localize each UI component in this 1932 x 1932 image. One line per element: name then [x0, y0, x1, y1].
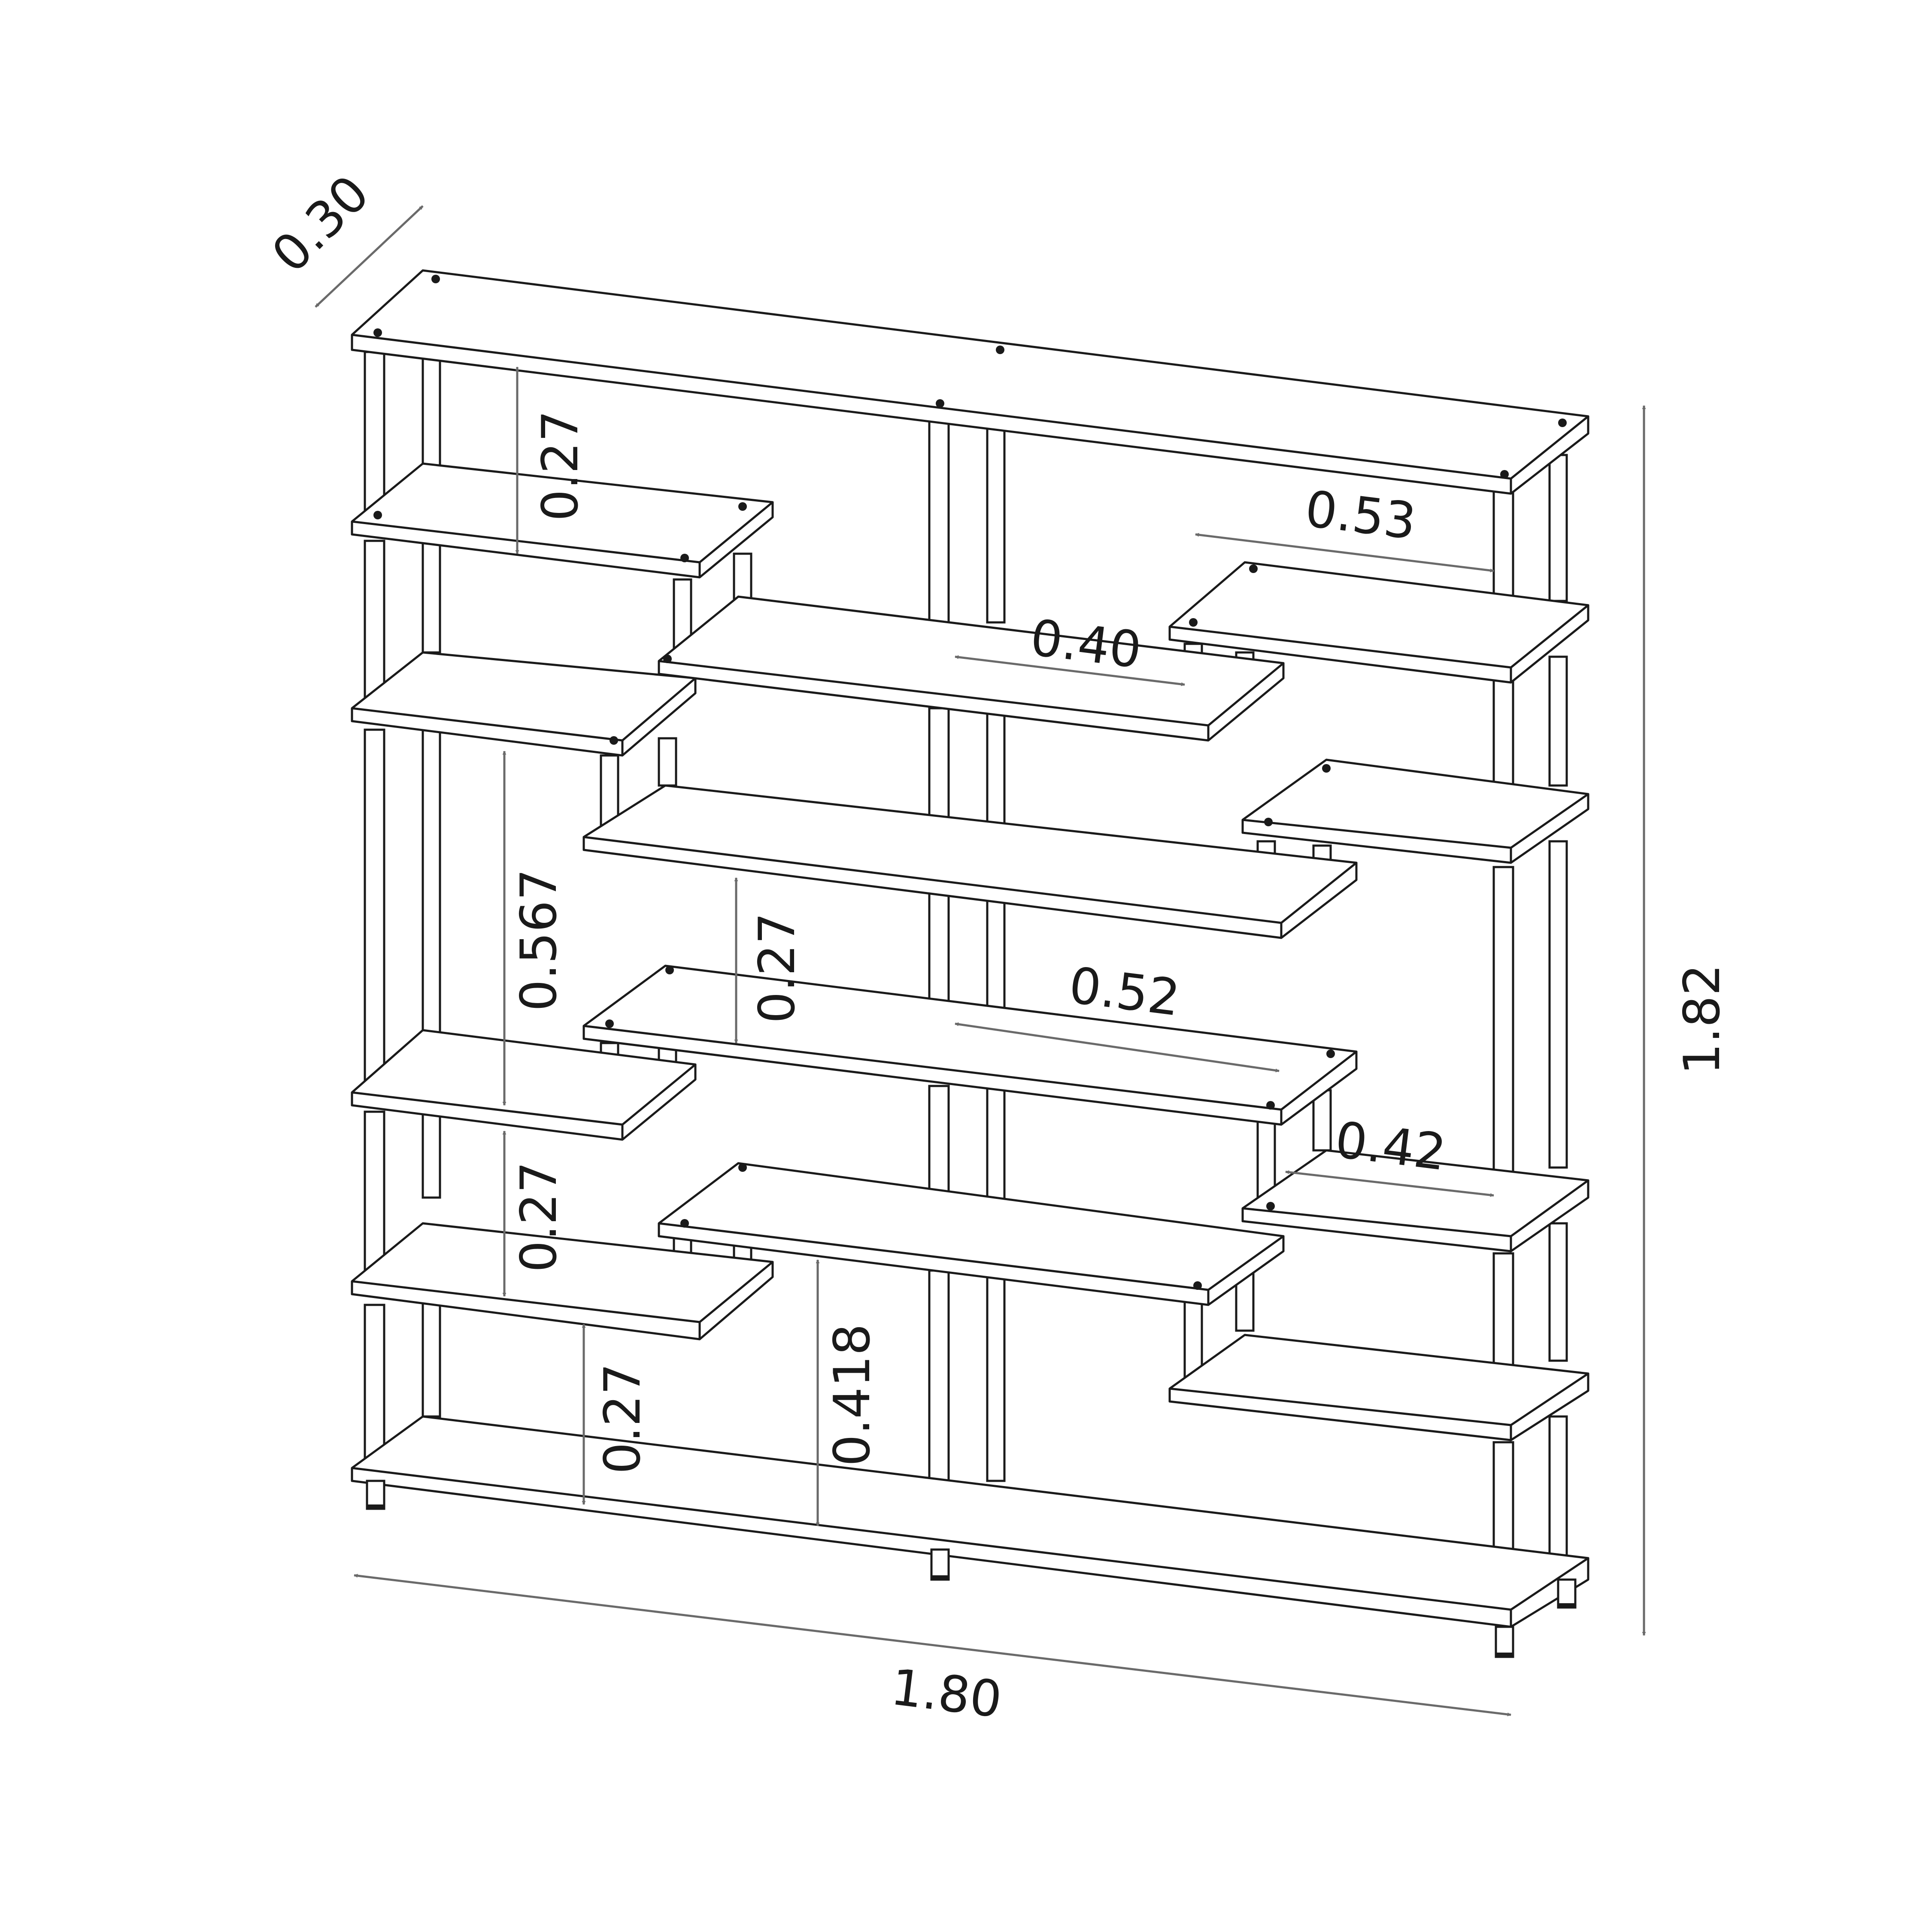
screw-hole: [1264, 818, 1273, 826]
top-left-gap-label: 0.27: [531, 410, 589, 521]
back-post: [1548, 1415, 1568, 1559]
left-tall-gap-label: 0.567: [510, 869, 568, 1011]
foot-cap: [1558, 1603, 1575, 1608]
screw-hole: [1322, 764, 1331, 773]
screw-hole: [738, 1163, 747, 1172]
back-post: [422, 540, 441, 654]
left-lower-gap-label: 0.27: [510, 1162, 568, 1272]
back-post: [1548, 454, 1568, 602]
screw-holes: [373, 275, 1567, 1290]
bottom-left-gap-label: 0.27: [594, 1363, 652, 1474]
screw-hole: [373, 511, 382, 519]
back-post: [422, 351, 441, 469]
back-post: [1548, 840, 1568, 1169]
depth-label: 0.30: [261, 164, 380, 284]
front-post: [364, 728, 385, 1083]
dimension-arrows: [315, 205, 1646, 1717]
screw-hole: [431, 275, 440, 283]
center-mid-shelf: [582, 964, 1358, 1126]
foot-cap: [1496, 1653, 1513, 1658]
screw-hole: [680, 1219, 689, 1228]
right-lower-width-label: 0.42: [1332, 1111, 1449, 1182]
back-post: [986, 1274, 1006, 1482]
screw-hole: [936, 399, 944, 408]
span-arrow: [955, 1022, 1280, 1073]
screw-hole: [1266, 1101, 1275, 1110]
foot: [930, 1548, 950, 1581]
right-bottom-shelf: [1168, 1334, 1589, 1441]
bottom-shelf: [351, 1415, 1589, 1628]
screw-hole: [680, 554, 689, 562]
foot-cap: [931, 1575, 949, 1580]
screw-hole: [1249, 564, 1258, 573]
span-arrow: [955, 655, 1185, 686]
back-post: [986, 424, 1006, 624]
screw-hole: [738, 502, 747, 511]
screw-hole: [1500, 470, 1509, 479]
front-post: [1256, 1115, 1276, 1199]
screw-hole: [1189, 618, 1198, 627]
back-post: [986, 1085, 1006, 1203]
right-top-width-label: 0.53: [1302, 480, 1419, 551]
back-post: [422, 724, 441, 1036]
back-post: [1548, 655, 1568, 787]
back-post: [422, 1110, 441, 1199]
back-post: [986, 896, 1006, 1014]
screw-hole: [663, 655, 672, 663]
foot: [1557, 1578, 1577, 1609]
screw-hole: [1266, 1202, 1275, 1210]
right-upper-mid-shelf: [1241, 758, 1589, 864]
depth-arrow: [315, 205, 424, 308]
screw-hole: [996, 346, 1004, 354]
center-lower-width-label: 0.52: [1066, 956, 1183, 1027]
foot: [1495, 1626, 1514, 1658]
bottom-center-gap-label: 0.418: [823, 1324, 881, 1466]
screw-hole: [1193, 1281, 1202, 1290]
back-post: [986, 707, 1006, 825]
width-label: 1.80: [888, 1658, 1005, 1729]
shelves: [351, 269, 1589, 1628]
center-upper-mid-shelf: [582, 784, 1358, 939]
back-post: [422, 1299, 441, 1418]
back-post: [1548, 1222, 1568, 1362]
screw-hole: [1326, 1049, 1335, 1058]
span-arrow: [1195, 533, 1494, 573]
center-upper-width-label: 0.40: [1027, 609, 1144, 679]
span-arrow: [1285, 1170, 1494, 1197]
front-post: [364, 351, 385, 512]
screw-hole: [373, 328, 382, 337]
screw-hole: [1558, 419, 1567, 427]
height-label: 1.82: [1673, 964, 1731, 1075]
width-arrow: [354, 1574, 1511, 1717]
screw-hole: [610, 736, 618, 745]
foot-cap: [367, 1504, 384, 1510]
center-gap-label: 0.27: [748, 913, 806, 1023]
front-post: [364, 540, 385, 701]
left-upper-shelf: [351, 651, 697, 757]
screw-hole: [605, 1019, 614, 1028]
front-post: [364, 1110, 385, 1280]
screw-hole: [665, 966, 674, 974]
back-post: [658, 737, 677, 787]
